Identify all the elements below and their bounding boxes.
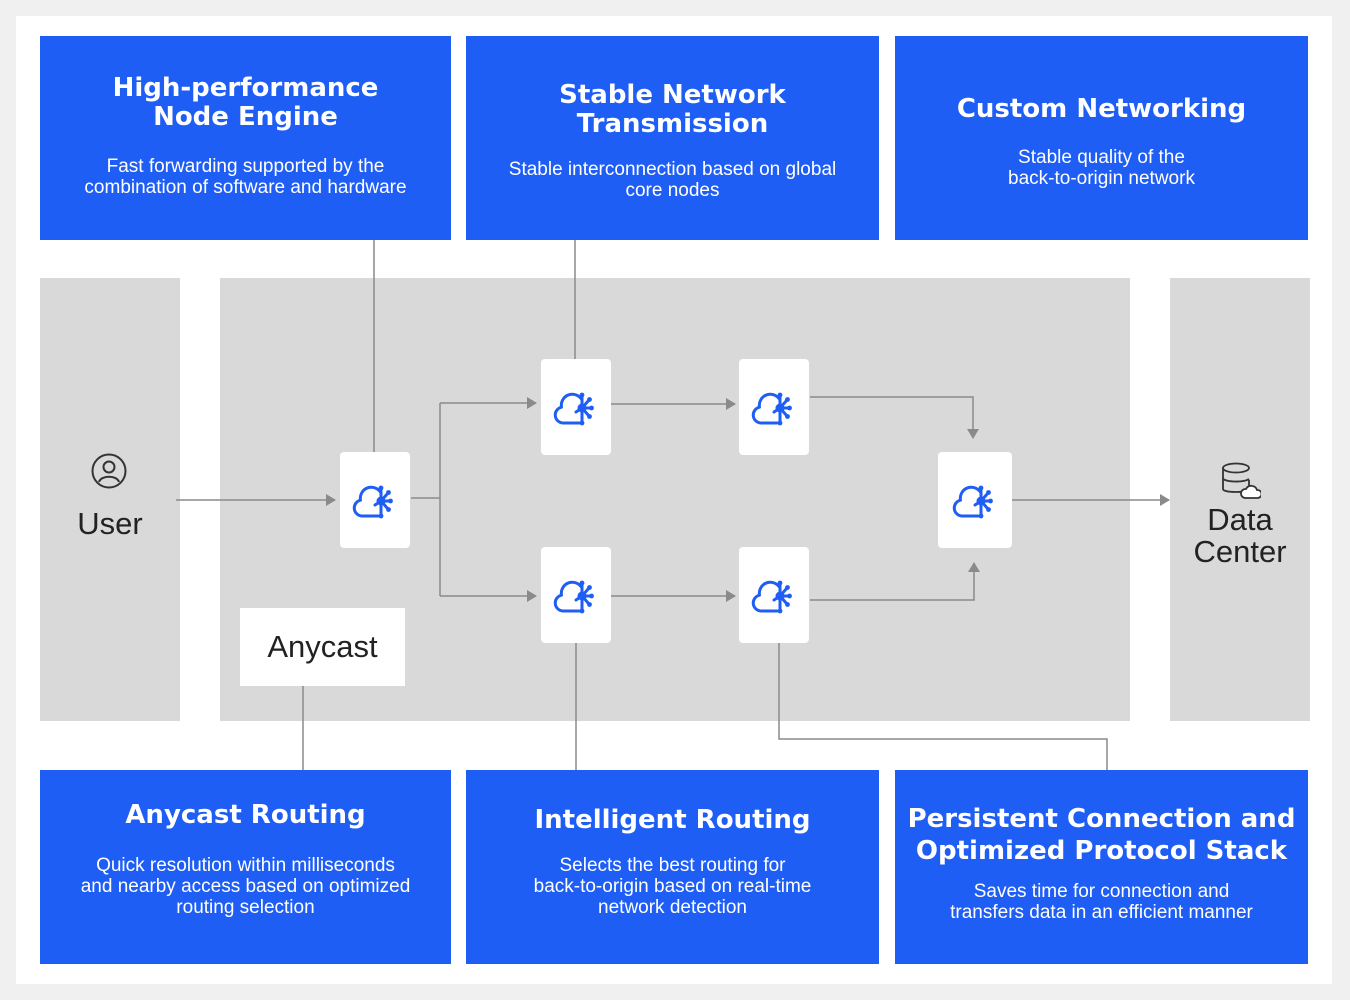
- relay-node-top-1: [541, 359, 611, 455]
- feature-card-intelligent-routing: Intelligent Routing Selects the best rou…: [466, 770, 879, 964]
- feature-title: Custom Networking: [956, 94, 1247, 124]
- cloud-network-icon: [351, 479, 399, 521]
- feature-description: Fast forwarding supported by the combina…: [84, 156, 407, 198]
- connector-lines: [176, 240, 1170, 770]
- user-icon: [91, 453, 127, 489]
- user-panel: [40, 278, 180, 721]
- database-cloud-icon: [1222, 462, 1261, 499]
- feature-title: Persistent Connection and Optimized Prot…: [907, 804, 1296, 866]
- cloud-network-icon: [750, 386, 798, 428]
- feature-title: High-performance Node Engine: [112, 73, 379, 132]
- feature-description: Stable interconnection based on global c…: [508, 159, 837, 201]
- feature-description: Saves time for connection and transfers …: [950, 881, 1253, 923]
- feature-card-node-engine: High-performance Node Engine Fast forwar…: [40, 36, 451, 240]
- feature-title: Stable Network Transmission: [559, 80, 786, 139]
- datacenter-label: Data Center: [1193, 502, 1287, 569]
- anycast-label: Anycast: [240, 608, 405, 686]
- feature-card-custom-networking: Custom Networking Stable quality of the …: [895, 36, 1308, 240]
- feature-title: Anycast Routing: [125, 800, 366, 830]
- relay-node-bottom-2: [739, 547, 809, 643]
- cloud-network-icon: [750, 574, 798, 616]
- feature-card-network-transmission: Stable Network Transmission Stable inter…: [466, 36, 879, 240]
- edge-node: [340, 452, 410, 548]
- cloud-network-icon: [951, 479, 999, 521]
- feature-title: Intelligent Routing: [534, 805, 811, 835]
- feature-description: Stable quality of the back-to-origin net…: [1008, 147, 1195, 189]
- cloud-network-icon: [552, 574, 600, 616]
- user-label: User: [77, 506, 143, 541]
- origin-node: [938, 452, 1012, 548]
- cloud-network-icon: [552, 386, 600, 428]
- relay-node-bottom-1: [541, 547, 611, 643]
- feature-description: Quick resolution within milliseconds and…: [80, 855, 411, 918]
- feature-card-persistent-connection: Persistent Connection and Optimized Prot…: [895, 770, 1308, 964]
- architecture-diagram: High-performance Node Engine Fast forwar…: [16, 16, 1332, 984]
- feature-description: Selects the best routing for back-to-ori…: [533, 855, 812, 918]
- feature-card-anycast-routing: Anycast Routing Quick resolution within …: [40, 770, 451, 964]
- relay-node-top-2: [739, 359, 809, 455]
- datacenter-panel: [1170, 278, 1310, 721]
